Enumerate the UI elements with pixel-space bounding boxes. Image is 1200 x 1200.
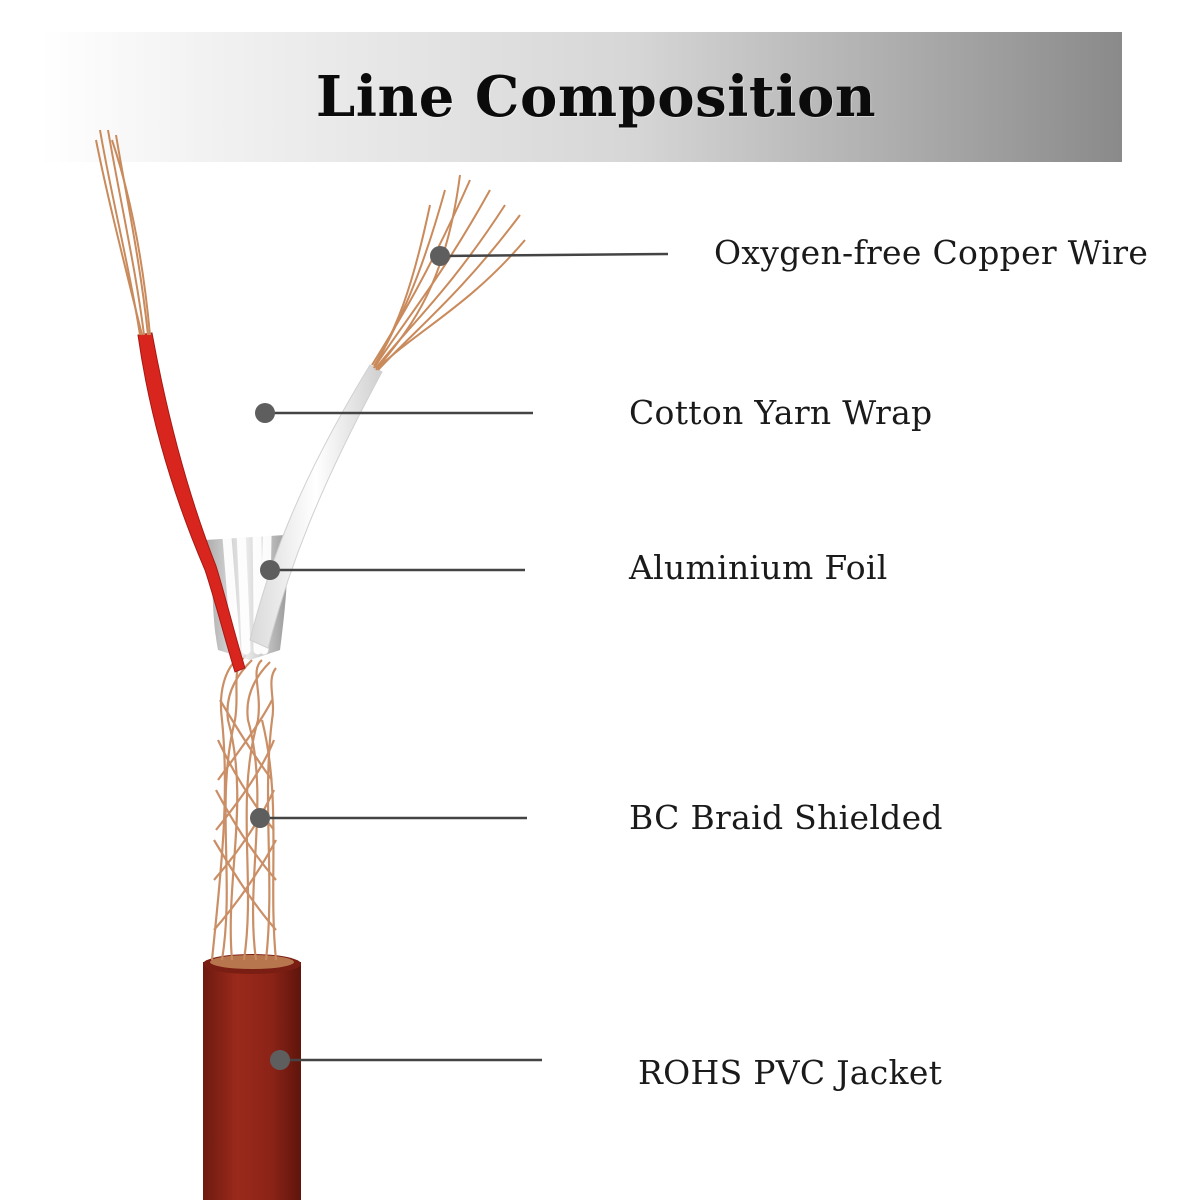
pvc-jacket	[203, 954, 301, 1200]
callout-cotton	[255, 403, 533, 423]
copper-strands-right	[371, 174, 526, 371]
callout-jacket	[270, 1050, 542, 1070]
red-insulated-conductor	[137, 332, 246, 673]
label-bc-braid-shielded: BC Braid Shielded	[629, 798, 943, 837]
label-aluminium-foil: Aluminium Foil	[629, 548, 888, 587]
callout-braid	[250, 808, 527, 828]
braid-shield	[210, 654, 278, 961]
page-title: Line Composition	[315, 64, 877, 130]
copper-strands-left	[95, 129, 151, 336]
white-insulated-conductor	[249, 364, 383, 649]
callout-copper	[430, 246, 669, 266]
title-banner: Line Composition	[40, 32, 1122, 162]
label-rohs-pvc-jacket: ROHS PVC Jacket	[638, 1053, 943, 1092]
label-oxygen-free-copper-wire: Oxygen-free Copper Wire	[714, 233, 1149, 272]
callout-foil	[260, 560, 525, 580]
label-cotton-yarn-wrap: Cotton Yarn Wrap	[629, 393, 933, 432]
